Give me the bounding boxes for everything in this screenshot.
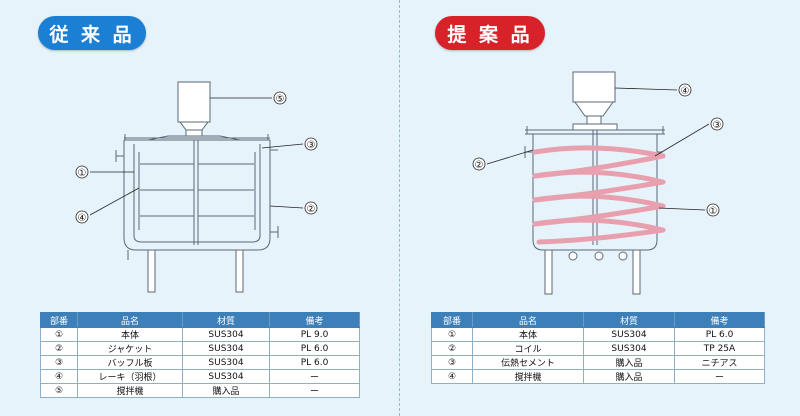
cell: ③ bbox=[431, 355, 473, 370]
cell: 撹拌機 bbox=[77, 383, 183, 398]
callout-2-marker bbox=[472, 157, 486, 171]
callout-1-marker bbox=[75, 165, 89, 179]
cell: ニチアス bbox=[674, 355, 765, 370]
cell: ② bbox=[40, 341, 78, 356]
cell: 本体 bbox=[77, 327, 183, 342]
callout-5: ⑤ bbox=[276, 94, 285, 105]
cell: SUS304 bbox=[182, 341, 270, 356]
cell: SUS304 bbox=[182, 327, 270, 342]
callout-4: ④ bbox=[78, 213, 87, 224]
cell: PL 9.0 bbox=[269, 327, 360, 342]
cell: 撹拌機 bbox=[472, 369, 584, 384]
cell: 伝熱セメント bbox=[472, 355, 584, 370]
callout-1-marker bbox=[706, 203, 720, 217]
callout-4-marker bbox=[678, 83, 692, 97]
cell: PL 6.0 bbox=[269, 341, 360, 356]
callout-2-marker bbox=[304, 201, 318, 215]
conventional-badge: 従 来 品 bbox=[38, 16, 146, 50]
cell: ー bbox=[269, 383, 360, 398]
callout-3-marker bbox=[304, 137, 318, 151]
cell: ② bbox=[431, 341, 473, 356]
callout-2: ② bbox=[475, 160, 484, 171]
callout-1: ① bbox=[709, 206, 718, 217]
cell: PL 6.0 bbox=[269, 355, 360, 370]
callout-3-marker bbox=[710, 117, 724, 131]
table-header-row: 部番 品名 材質 備考 bbox=[40, 312, 360, 328]
agitator-motor bbox=[572, 71, 616, 103]
col-remarks: 備考 bbox=[269, 312, 360, 328]
callout-5-marker bbox=[273, 91, 287, 105]
col-part-no: 部番 bbox=[40, 312, 78, 328]
col-material: 材質 bbox=[583, 312, 675, 328]
panel-divider bbox=[399, 0, 400, 416]
cell: バッフル板 bbox=[77, 355, 183, 370]
callout-4-marker bbox=[75, 210, 89, 224]
callout-3: ③ bbox=[307, 140, 316, 151]
cell: SUS304 bbox=[583, 327, 675, 342]
cell: ジャケット bbox=[77, 341, 183, 356]
conventional-panel: 従 来 品 bbox=[0, 0, 399, 416]
conventional-tank-drawing: ⑤ ③ ① ② ④ bbox=[75, 81, 318, 293]
cell: TP 25A bbox=[674, 341, 765, 356]
cell: コイル bbox=[472, 341, 584, 356]
col-part-name: 品名 bbox=[472, 312, 584, 328]
cell: ③ bbox=[40, 355, 78, 370]
cell: 本体 bbox=[472, 327, 584, 342]
cell: ④ bbox=[431, 369, 473, 384]
cell: SUS304 bbox=[182, 369, 270, 384]
proposed-panel: 提 案 品 bbox=[401, 0, 800, 416]
heating-coil bbox=[532, 145, 666, 245]
callout-3: ③ bbox=[713, 120, 722, 131]
agitator-motor bbox=[177, 81, 211, 123]
cell: 購入品 bbox=[182, 383, 270, 398]
col-remarks: 備考 bbox=[674, 312, 765, 328]
cell: ① bbox=[431, 327, 473, 342]
cell: ④ bbox=[40, 369, 78, 384]
callout-2: ② bbox=[307, 204, 316, 215]
col-part-name: 品名 bbox=[77, 312, 183, 328]
col-part-no: 部番 bbox=[431, 312, 473, 328]
cell: 購入品 bbox=[583, 369, 675, 384]
col-material: 材質 bbox=[182, 312, 270, 328]
cell: ① bbox=[40, 327, 78, 342]
cell: ⑤ bbox=[40, 383, 78, 398]
proposed-badge: 提 案 品 bbox=[435, 16, 545, 50]
cell: 購入品 bbox=[583, 355, 675, 370]
cell: PL 6.0 bbox=[674, 327, 765, 342]
cell: SUS304 bbox=[182, 355, 270, 370]
cell: レーキ（羽根） bbox=[77, 369, 183, 384]
cell: ー bbox=[674, 369, 765, 384]
table-header-row: 部番 品名 材質 備考 bbox=[431, 312, 765, 328]
callout-4: ④ bbox=[681, 86, 690, 97]
proposed-tank-drawing: ④ ③ ② ① bbox=[472, 71, 724, 295]
cell: ー bbox=[269, 369, 360, 384]
callout-1: ① bbox=[78, 168, 87, 179]
cell: SUS304 bbox=[583, 341, 675, 356]
